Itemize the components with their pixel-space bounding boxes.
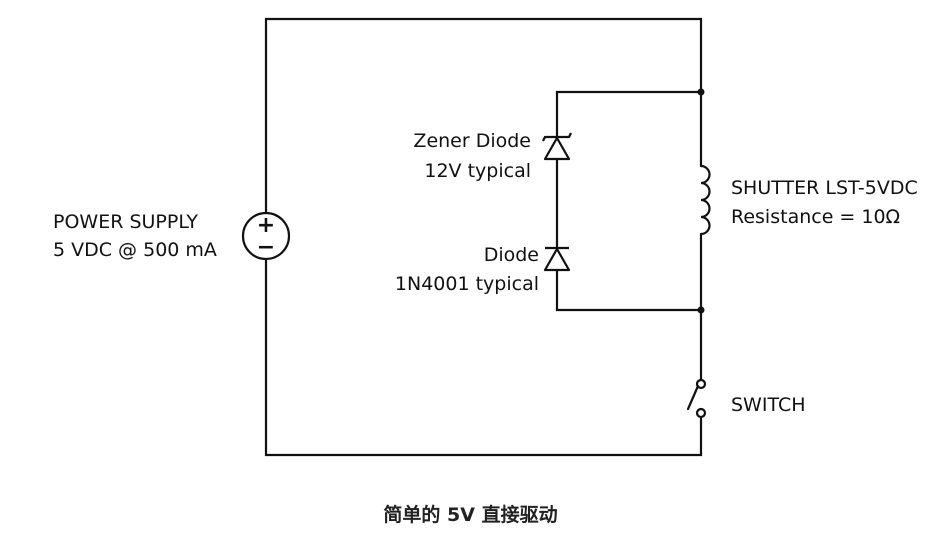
junction-bottom [697,306,705,314]
junction-top [697,88,705,96]
source-circle [241,211,291,261]
shutter-label: SHUTTER LST-5VDC [731,177,918,199]
zener-cathode-bar [542,132,572,142]
zener-triangle [543,136,571,161]
power-supply-label: POWER SUPPLY [53,211,198,233]
wire-branch-top [555,90,703,139]
circuit-diagram: + − POWER SUPPLY 5 VDC @ 500 mA Zener Di… [53,17,918,457]
power-supply-rating: 5 VDC @ 500 mA [53,239,217,261]
power-supply-symbol: + − [241,211,291,261]
wire-branch-bottom [555,268,703,312]
zener-diode-label: Zener Diode [413,130,531,152]
shutter-coil-symbol [700,164,711,236]
switch-symbol [686,378,707,419]
diagram-caption: 简单的 5V 直接驱动 [383,504,558,526]
switch-label: SWITCH [731,394,806,416]
source-minus-sign: − [257,235,275,260]
diode-label: Diode [484,244,539,266]
diode-triangle [543,247,571,272]
diode-part-label: 1N4001 typical [395,273,539,295]
shutter-resistance-label: Resistance = 10Ω [731,206,900,228]
zener-diode-symbol [542,132,572,161]
wire-left-bottom [264,257,703,457]
wire-left-top [264,17,703,214]
zener-diode-rating: 12V typical [424,160,531,182]
wires [264,17,703,457]
switch-contact-bottom [695,407,707,419]
switch-lever [686,384,700,411]
source-plus-sign: + [257,213,275,238]
diode-symbol [543,246,571,272]
